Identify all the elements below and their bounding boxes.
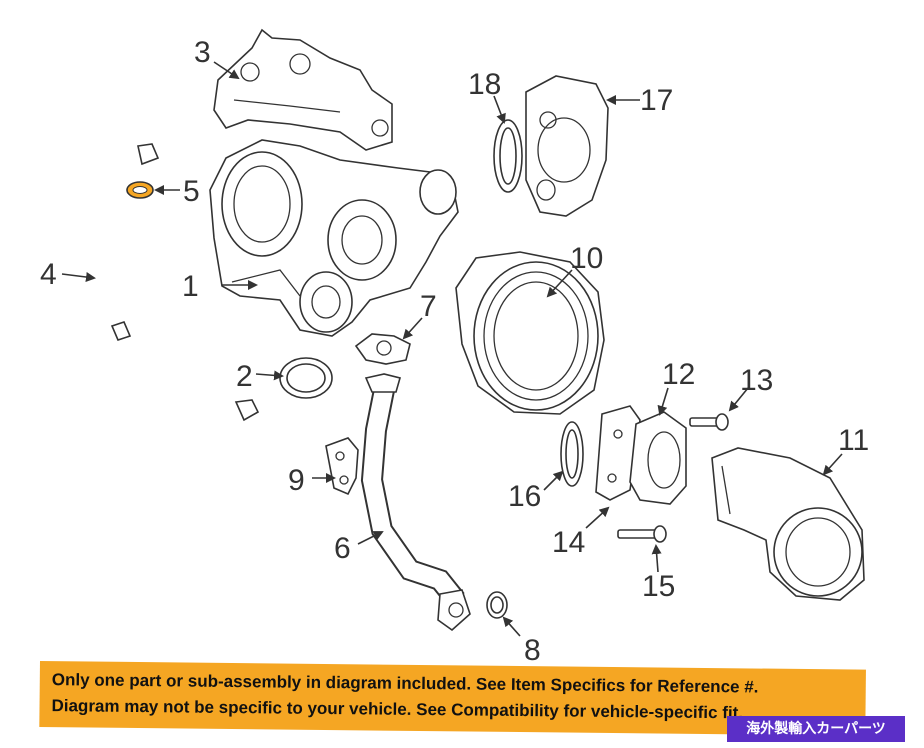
- leader-11: [822, 453, 843, 476]
- part-o-ring-8: [486, 591, 508, 619]
- part-flange-gasket-7: [354, 333, 411, 365]
- callout-3: 3: [194, 36, 211, 69]
- callout-7: 7: [420, 290, 437, 323]
- callout-17: 17: [640, 84, 673, 117]
- part-washer-5: [126, 181, 154, 199]
- part-gasket-2: [279, 357, 333, 399]
- callout-10: 10: [570, 242, 603, 275]
- part-pipe-6: [360, 373, 471, 632]
- callout-2: 2: [236, 360, 253, 393]
- part-turbocharger-1: [209, 139, 459, 337]
- part-bolt-15: [617, 525, 667, 543]
- brand-badge: 海外製輸入カーパーツ: [727, 716, 905, 742]
- leader-18: [493, 95, 506, 124]
- part-plate-14: [595, 405, 641, 501]
- leader-3: [213, 61, 240, 80]
- callout-13: 13: [740, 364, 773, 397]
- leader-lines: [61, 61, 843, 637]
- part-oil-line-4: [89, 134, 260, 422]
- callout-14: 14: [552, 526, 585, 559]
- part-throttle-body-17: [525, 75, 609, 217]
- callout-1: 1: [182, 270, 199, 303]
- callout-11: 11: [838, 424, 869, 457]
- leader-2: [255, 370, 284, 381]
- leader-13: [728, 387, 749, 412]
- callout-8: 8: [524, 634, 541, 667]
- part-elbow-hose-11: [711, 447, 865, 601]
- callout-12: 12: [662, 358, 695, 391]
- leader-14: [585, 506, 610, 529]
- part-adapter-12: [629, 411, 687, 505]
- callout-5: 5: [183, 175, 200, 208]
- callout-4: 4: [40, 258, 57, 291]
- callout-18: 18: [468, 68, 501, 101]
- callout-9: 9: [288, 464, 305, 497]
- part-bracket-9: [325, 437, 359, 496]
- callout-6: 6: [334, 532, 351, 565]
- leader-15: [651, 544, 662, 573]
- part-intake-housing-10: [455, 251, 605, 415]
- leader-10: [546, 269, 573, 298]
- callout-labels: 1 2 3 4 5 6 7 8 9 10 11 12 13 14 15 16 1…: [40, 36, 869, 667]
- part-gasket-18: [493, 119, 523, 193]
- part-ring-gasket-16: [560, 421, 584, 487]
- part-bolt-13: [689, 413, 729, 431]
- callout-16: 16: [508, 480, 541, 513]
- leader-16: [543, 470, 564, 491]
- leader-7: [402, 317, 423, 340]
- leader-8: [502, 616, 521, 637]
- part-bracket-3: [213, 28, 393, 151]
- leader-12: [657, 387, 669, 416]
- callout-15: 15: [642, 570, 675, 603]
- leader-4: [61, 272, 96, 282]
- leader-6: [357, 531, 384, 545]
